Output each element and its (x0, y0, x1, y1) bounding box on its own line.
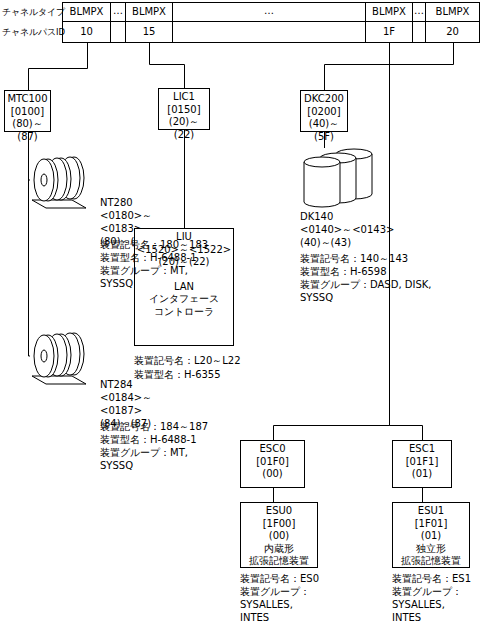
node-text: (01) (393, 468, 451, 481)
device-attribute: 装置記号名：L20～L22 (134, 354, 264, 367)
disk-top (304, 157, 340, 167)
disk-unit: DK140<0140>～<0143>(40)～(43) (300, 148, 460, 248)
connector-line (150, 43, 185, 88)
row-label: チャネルタイプ (2, 6, 62, 19)
ellipsis: … (111, 4, 125, 17)
node-text: DK140 (300, 210, 460, 223)
node-text: DKC200 (301, 93, 347, 106)
disk-cylinder (304, 162, 340, 207)
node-text: BLMPX (63, 3, 110, 22)
storage-box: ESU0[1F00](00)内蔵形 拡張記憶装置 (240, 502, 318, 568)
node-text: (80)～(87) (5, 118, 50, 143)
node-text: (00) (241, 468, 304, 481)
channel-cell: BLMPX1F (365, 2, 413, 43)
connector-line (29, 132, 31, 356)
node-text: [0150] (159, 104, 209, 117)
connector-line (390, 43, 423, 440)
connector-line (325, 43, 454, 90)
device-attribute: 装置記号名：ES0 (240, 572, 340, 585)
node-text: (20)～(22) (159, 116, 209, 141)
node-text: BLMPX (366, 3, 412, 22)
node-text: ESC1 (393, 443, 451, 456)
node-text: (40)～(5F) (301, 118, 347, 143)
channel-cell: BLMPX15 (125, 2, 173, 43)
node-text: <0140>～<0143> (300, 223, 460, 236)
device-attribute: 装置記号名：184～187 (100, 420, 210, 433)
connector-line (29, 43, 88, 90)
node-text: MTC100 (5, 93, 50, 106)
device-attribute: 装置グループ：DASD, DISK, SYSSQ (300, 278, 450, 304)
node-text: ESC0 (241, 443, 304, 456)
device-attribute: 装置記号名：140～143 (300, 252, 470, 265)
node-text: [0100] (5, 106, 50, 119)
channel-bar (63, 3, 480, 43)
device-attribute: 装置グループ： SYSALLES, INTES (240, 585, 324, 624)
tape-reel-hub (41, 350, 47, 362)
ellipsis: … (173, 4, 365, 17)
node-text: [0200] (301, 106, 347, 119)
node-text: [1F01] (393, 518, 469, 531)
node-text: (01) (393, 530, 469, 543)
node-text: (40)～(43) (300, 236, 460, 249)
node-text: <0184>～<0187> (100, 391, 190, 417)
storage-box: ESU1[1F01](01)独立形 拡張記憶装置 (392, 502, 470, 568)
device-attribute: 装置グループ：MT, SYSSQ (100, 446, 206, 472)
connector-line (184, 130, 185, 228)
controller-box: DKC200[0200](40)～(5F) (300, 90, 348, 132)
node-text: 20 (426, 22, 479, 41)
node-text: 15 (126, 22, 172, 41)
tape-reel (34, 159, 54, 201)
row-label: チャネルパスID (2, 26, 62, 39)
node-text: 1F (366, 22, 412, 41)
device-attribute: 装置記号名：180～183 (100, 238, 210, 251)
node-text: NT280 (100, 196, 190, 209)
node-text: BLMPX (126, 3, 172, 22)
ellipsis: … (413, 4, 425, 17)
node-text: [01F1] (393, 456, 451, 469)
controller-box: MTC100[0100](80)～(87) (4, 90, 51, 132)
tape-reel-hub (41, 174, 47, 186)
channel-cell: BLMPX10 (62, 2, 111, 43)
connector-line (273, 488, 274, 502)
device-attribute: 装置型名：H-6355 (134, 368, 264, 381)
node-text: 内蔵形 拡張記憶装置 (243, 543, 315, 568)
device-attribute: 装置型名：H-6488-1 (100, 433, 210, 446)
connector-line (422, 488, 423, 502)
tape-drive-base (32, 376, 86, 384)
node-text: 10 (63, 22, 110, 41)
node-text: BLMPX (426, 3, 479, 22)
tape-reel (34, 335, 54, 377)
node-text: [1F00] (241, 518, 317, 531)
tape-unit: NT280<0180>～<0183>(80)～(83) (30, 152, 190, 236)
controller-box: ESC1[01F1](01) (392, 440, 452, 488)
controller-box: LIC1[0150](20)～(22) (158, 88, 210, 130)
node-text: LIC1 (159, 91, 209, 104)
node-text: [01F0] (241, 456, 304, 469)
channel-cell: BLMPX20 (425, 2, 480, 43)
node-text: 独立形 拡張記憶装置 (395, 543, 467, 568)
device-attribute: 装置記号名：ES1 (392, 572, 482, 585)
device-attribute: 装置型名：H-6598 (300, 265, 470, 278)
controller-box: ESC0[01F0](00) (240, 440, 305, 488)
node-text: ESU1 (393, 505, 469, 518)
device-attribute: 装置グループ： SYSALLES, INTES (392, 585, 476, 624)
node-text: (00) (241, 530, 317, 543)
tape-drive-base (32, 200, 86, 208)
device-attribute: 装置グループ：MT, SYSSQ (100, 264, 206, 290)
node-text: ESU0 (241, 505, 317, 518)
device-attribute: 装置型名：H-6488-1 (100, 251, 210, 264)
node-text: LAN インタフェース コントローラ (142, 281, 226, 319)
